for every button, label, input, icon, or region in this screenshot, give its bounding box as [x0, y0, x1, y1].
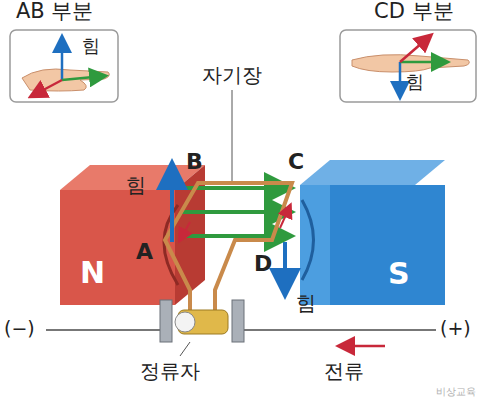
force-label: 힘 [296, 292, 316, 314]
hand-inset: AB 부분힘 [10, 30, 118, 102]
part-label: 정류자 [140, 360, 200, 382]
inset-heading: AB 부분 [16, 0, 93, 23]
magnet-s: S [330, 185, 445, 305]
terminal-label: (+) [440, 318, 471, 339]
field-label: 자기장 [202, 64, 262, 86]
hand-inset: CD 부분힘 [340, 30, 476, 102]
corner-letter: C [288, 150, 304, 174]
corner-letter: B [186, 150, 203, 174]
magnet-n: N [60, 190, 175, 305]
inset-heading: CD 부분 [374, 0, 454, 23]
pole-letter: N [80, 256, 105, 289]
corner-letter: D [254, 252, 272, 276]
current-label: 전류 [324, 360, 364, 382]
force-label: 힘 [126, 174, 146, 196]
force-label: 힘 [82, 36, 100, 56]
force-label: 힘 [406, 72, 424, 92]
pole-letter: S [388, 257, 410, 290]
terminal-label: (−) [4, 318, 35, 339]
watermark: 비상교육 [436, 386, 476, 397]
corner-letter: A [136, 240, 153, 264]
